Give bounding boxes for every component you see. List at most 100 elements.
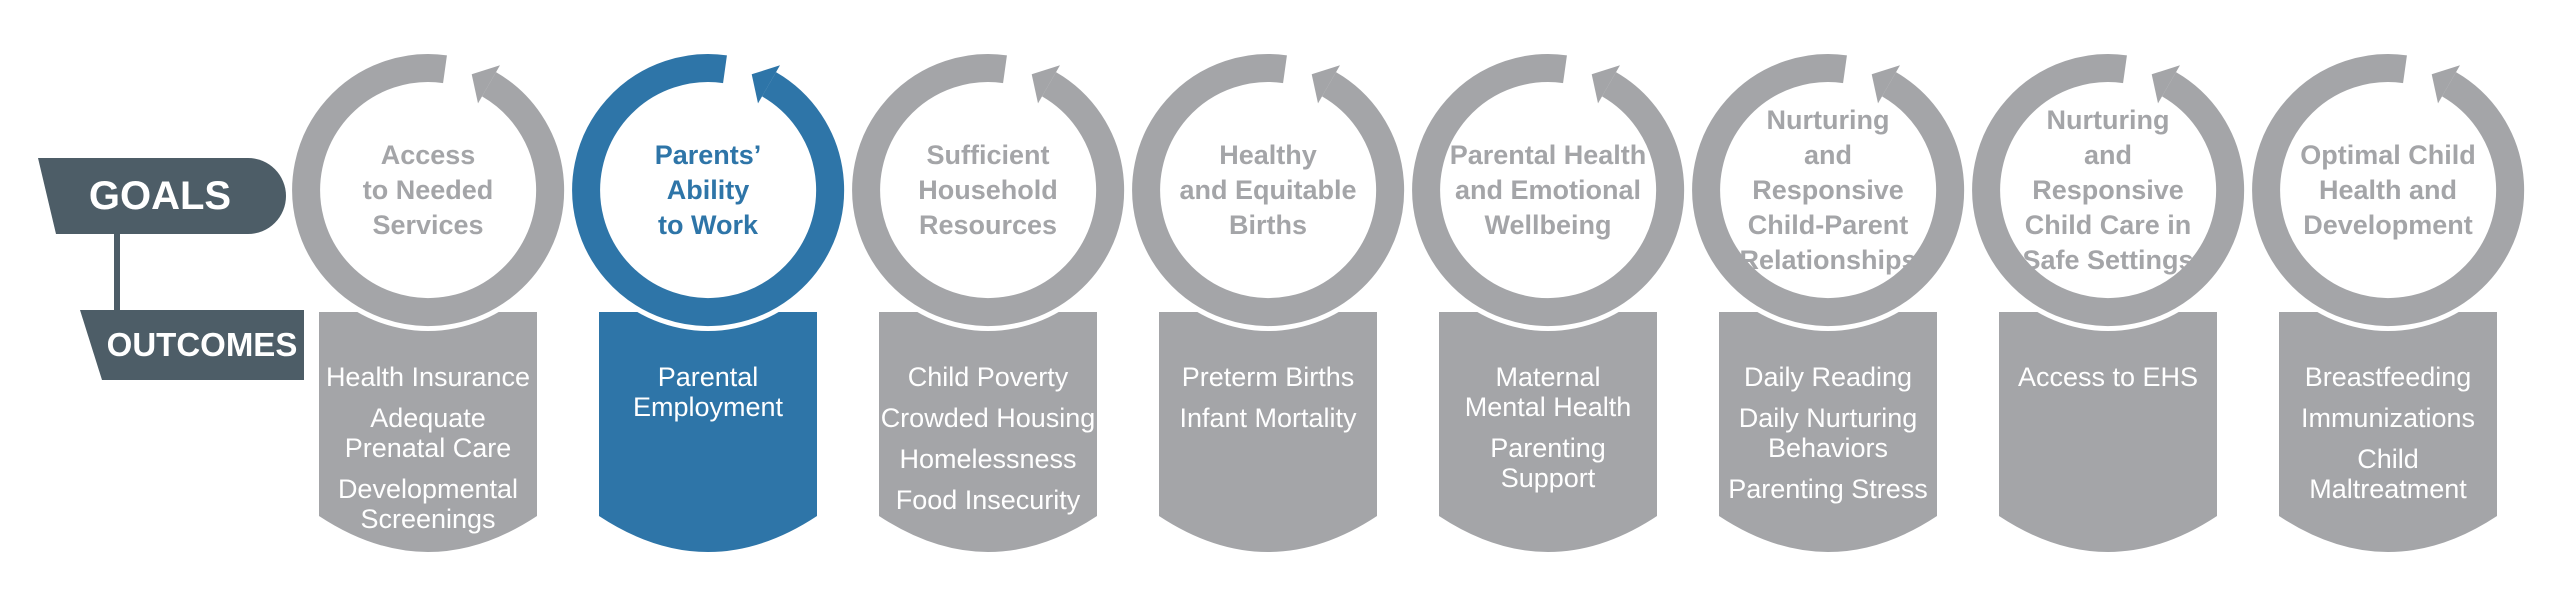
outcome-line: Daily Reading	[1743, 362, 1913, 392]
goal-ring-backdrop	[567, 49, 849, 331]
outcome-line: Daily Nurturing	[1738, 403, 1918, 433]
goal-title-line: Health and	[2318, 174, 2458, 205]
outcome-item: Homelessness	[899, 444, 1076, 474]
outcome-item: Infant Mortality	[1179, 403, 1356, 433]
goal-ring-backdrop	[1967, 49, 2249, 331]
goal-ring-arrowhead	[1031, 65, 1060, 104]
goal-ring-arrowhead	[1311, 65, 1340, 104]
goal-ring-arrowhead	[2151, 65, 2180, 104]
goal-ring	[292, 54, 565, 327]
outcome-line: Homelessness	[899, 444, 1077, 474]
outcome-item: Daily Reading	[1744, 362, 1912, 392]
outcome-line: Mental Health	[1464, 392, 1632, 422]
goal-title-line: Sufficient	[926, 139, 1050, 170]
goal-ring	[1692, 54, 1965, 327]
outcome-line: Crowded Housing	[880, 403, 1096, 433]
goal-title-line: Births	[1228, 209, 1307, 240]
outcome-item: Crowded Housing	[881, 403, 1096, 433]
goal-title-line: to Work	[658, 209, 758, 240]
goal-title-line: and Equitable	[1179, 174, 1357, 205]
outcome-item: Parenting Stress	[1728, 474, 1928, 504]
outcome-item: Preterm Births	[1182, 362, 1355, 392]
goal-ring-arrowhead	[751, 65, 780, 104]
goal-title-line: to Needed	[362, 174, 494, 205]
goal-title-line: Relationships	[1739, 244, 1917, 275]
goal-ring-arrowhead	[1591, 65, 1620, 104]
outcome-line: Parenting Stress	[1728, 474, 1928, 504]
outcome-pill	[1999, 312, 2217, 552]
goal-title-line: and Emotional	[1454, 174, 1641, 205]
goal-ring	[1972, 54, 2245, 327]
outcome-line: Breastfeeding	[2304, 362, 2472, 392]
goal-title-line: Healthy	[1219, 139, 1317, 170]
goal-ring	[2252, 54, 2525, 327]
outcomes-tag-shape	[80, 310, 304, 380]
outcome-list: Access to EHS	[1998, 362, 2218, 403]
outcome-pill	[2279, 312, 2497, 552]
outcome-line: Parenting	[1490, 433, 1606, 463]
outcome-line: Support	[1500, 463, 1596, 493]
outcome-item: Access to EHS	[2018, 362, 2198, 392]
outcome-line: Access to EHS	[2017, 362, 2199, 392]
goal-title-line: Services	[372, 209, 484, 240]
outcomes-label: OUTCOMES	[106, 326, 298, 363]
outcome-line: Maltreatment	[2309, 474, 2467, 504]
goal-title-line: Wellbeing	[1484, 209, 1612, 240]
outcome-line: Prenatal Care	[344, 433, 512, 463]
goals-label: GOALS	[88, 173, 232, 218]
outcome-line: Behaviors	[1767, 433, 1889, 463]
goal-ring	[1132, 54, 1405, 327]
outcome-pill	[599, 312, 817, 552]
outcome-line: Preterm Births	[1181, 362, 1355, 392]
goal-title-line: Nurturing	[2046, 104, 2170, 135]
goal-title-line: Resources	[918, 209, 1058, 240]
goal-ring-backdrop	[2247, 49, 2529, 331]
goal-ring-arrowhead	[471, 65, 500, 104]
outcome-pill	[319, 312, 537, 552]
goal-ring	[572, 54, 845, 327]
goal-title-line: Optimal Child	[2300, 139, 2476, 170]
outcome-line: Child Poverty	[907, 362, 1069, 392]
outcome-line: Food Insecurity	[895, 485, 1081, 515]
goal-ring	[852, 54, 1125, 327]
outcome-line: Child	[2357, 444, 2419, 474]
goals-tag-shape	[38, 158, 286, 234]
outcome-item: Food Insecurity	[896, 485, 1081, 515]
outcome-pill	[1159, 312, 1377, 552]
outcome-line: Infant Mortality	[1179, 403, 1357, 433]
goal-title-line: Safe Settings	[2022, 244, 2194, 275]
outcome-line: Maternal	[1495, 362, 1601, 392]
outcome-line: Health Insurance	[325, 362, 531, 392]
goal-title-line: Ability	[666, 174, 750, 205]
goals-outcomes-connector	[114, 234, 120, 310]
outcome-line: Adequate	[370, 403, 486, 433]
outcome-line: Parental	[657, 362, 759, 392]
goal-title-line: Child-Parent	[1747, 209, 1909, 240]
goal-ring-backdrop	[1407, 49, 1689, 331]
goal-title-line: Household	[918, 174, 1058, 205]
outcome-pill	[879, 312, 1097, 552]
goal-ring-arrowhead	[1871, 65, 1900, 104]
goal-ring-backdrop	[1127, 49, 1409, 331]
goal-title-line: Child Care in	[2024, 209, 2192, 240]
goal-title-line: Nurturing	[1766, 104, 1890, 135]
outcome-pill	[1719, 312, 1937, 552]
outcome-line: Employment	[632, 392, 784, 422]
goal-title-line: and Responsive	[1752, 139, 1904, 205]
